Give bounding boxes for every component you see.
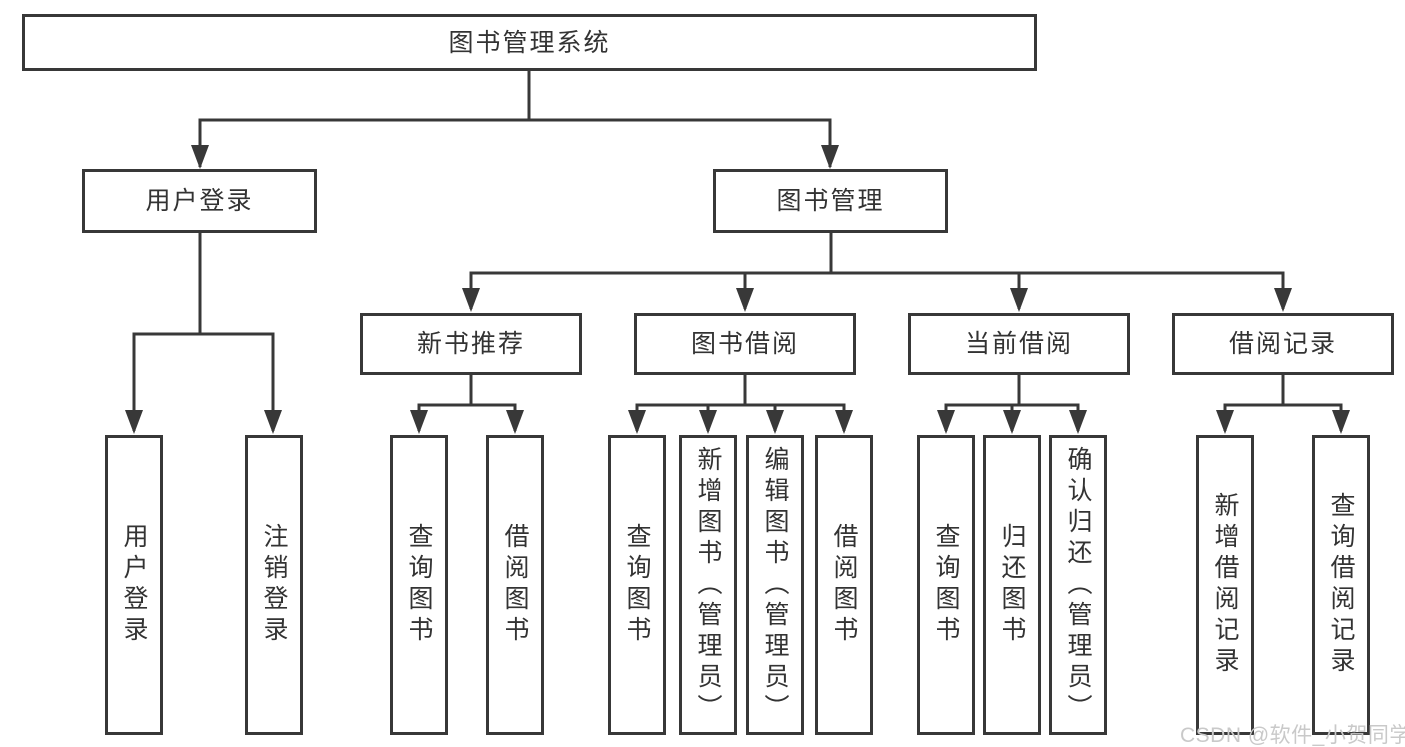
node-new-book-recommend: 新书推荐	[360, 313, 582, 375]
arrow-down-icon	[462, 288, 480, 312]
arrow-down-icon	[766, 410, 784, 434]
arrow-down-icon	[1003, 410, 1021, 434]
arrow-down-icon	[1216, 410, 1234, 434]
arrowhead-icons	[125, 145, 1350, 434]
node-library-management-system: 图书管理系统	[22, 14, 1037, 71]
arrow-down-icon	[1274, 288, 1292, 312]
node-book-management: 图书管理	[713, 169, 948, 233]
leaf-query-books-current: 查询图书	[917, 435, 975, 735]
arrow-down-icon	[736, 288, 754, 312]
arrow-down-icon	[191, 145, 209, 169]
node-current-borrowing: 当前借阅	[908, 313, 1130, 375]
leaf-add-books-admin: 新增图书（管理员）	[679, 435, 737, 735]
arrow-down-icon	[628, 410, 646, 434]
arrow-down-icon	[506, 410, 524, 434]
leaf-logout: 注销登录	[245, 435, 303, 735]
arrow-down-icon	[1010, 288, 1028, 312]
node-book-borrowing: 图书借阅	[634, 313, 856, 375]
leaf-query-books-recommend: 查询图书	[390, 435, 448, 735]
leaf-add-borrow-record: 新增借阅记录	[1196, 435, 1254, 735]
leaf-borrow-books: 借阅图书	[815, 435, 873, 735]
leaf-user-login: 用户登录	[105, 435, 163, 735]
connector-lines	[132, 70, 1343, 431]
node-borrow-records: 借阅记录	[1172, 313, 1394, 375]
arrow-down-icon	[937, 410, 955, 434]
arrow-down-icon	[699, 410, 717, 434]
leaf-query-borrow-record: 查询借阅记录	[1312, 435, 1370, 735]
leaf-query-books-borrowing: 查询图书	[608, 435, 666, 735]
leaf-edit-books-admin: 编辑图书（管理员）	[746, 435, 804, 735]
arrow-down-icon	[1069, 410, 1087, 434]
arrow-down-icon	[821, 145, 839, 169]
watermark-text: CSDN @软件_小贺同学	[1180, 724, 1405, 747]
leaf-return-books: 归还图书	[983, 435, 1041, 735]
leaf-confirm-return-admin: 确认归还（管理员）	[1049, 435, 1107, 735]
leaf-borrow-books-recommend: 借阅图书	[486, 435, 544, 735]
node-user-login-branch: 用户登录	[82, 169, 317, 233]
arrow-down-icon	[410, 410, 428, 434]
arrow-down-icon	[264, 410, 282, 434]
arrow-down-icon	[1332, 410, 1350, 434]
arrow-down-icon	[835, 410, 853, 434]
arrow-down-icon	[125, 410, 143, 434]
